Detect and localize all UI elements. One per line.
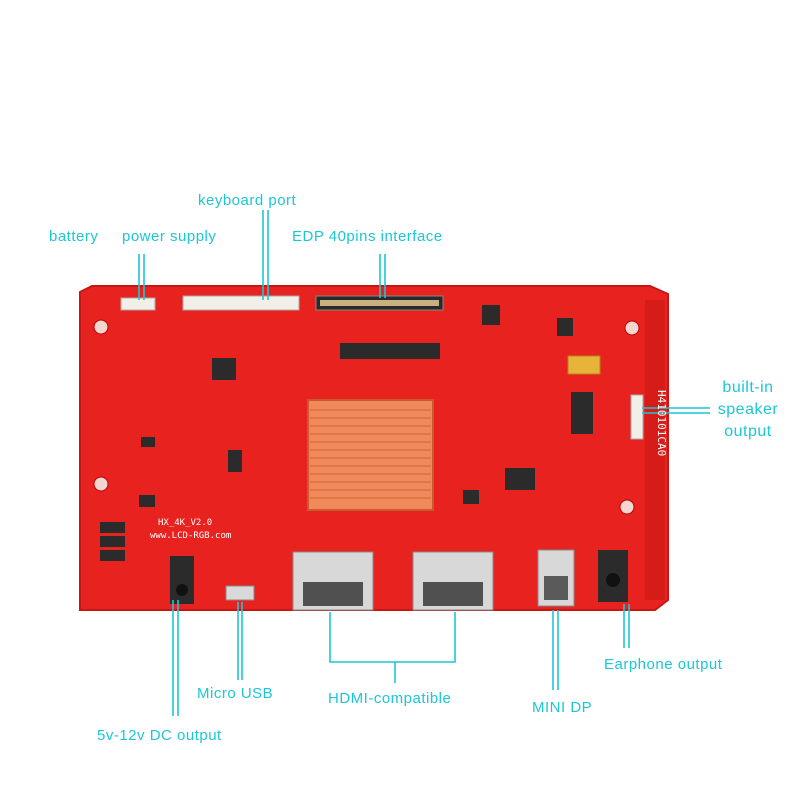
micro-usb-port bbox=[225, 585, 255, 601]
label-battery: battery bbox=[49, 228, 99, 245]
heatsink-fins bbox=[310, 409, 431, 499]
heatsink bbox=[307, 399, 434, 511]
pcb-edge-strip bbox=[645, 300, 665, 600]
board-model-label: HX_4K_V2.0 bbox=[158, 518, 213, 528]
leader-lines bbox=[138, 210, 710, 716]
label-dc-output: 5v-12v DC output bbox=[97, 727, 222, 744]
battery-connector bbox=[120, 297, 156, 311]
dc-jack-hole bbox=[176, 584, 188, 596]
speaker-connector bbox=[630, 394, 644, 440]
mounting-hole bbox=[619, 499, 635, 515]
label-power-supply: power supply bbox=[122, 228, 217, 245]
label-speaker-line-3: output bbox=[724, 423, 772, 440]
label-mini-dp: MINI DP bbox=[532, 699, 593, 716]
keyboard-connector bbox=[182, 295, 300, 311]
edp-connector-pins bbox=[320, 300, 439, 306]
label-speaker-line-2: speaker bbox=[717, 401, 779, 418]
label-speaker-line-1: built-in bbox=[722, 379, 774, 396]
board-side-code: H410101CA0 bbox=[655, 390, 668, 457]
label-speaker-output: built-in speaker output bbox=[710, 377, 786, 443]
mounting-hole bbox=[93, 319, 109, 335]
smd-components bbox=[100, 305, 628, 604]
hdmi-port-2-slot bbox=[423, 582, 483, 606]
label-edp-interface: EDP 40pins interface bbox=[292, 228, 443, 245]
capacitor bbox=[567, 355, 601, 375]
mounting-hole bbox=[624, 320, 640, 336]
label-micro-usb: Micro USB bbox=[197, 685, 274, 702]
label-keyboard-port: keyboard port bbox=[198, 192, 297, 209]
hdmi-port-1-slot bbox=[303, 582, 363, 606]
mounting-hole bbox=[93, 476, 109, 492]
label-earphone-output: Earphone output bbox=[604, 656, 723, 673]
board-website-label: www.LCD-RGB.com bbox=[150, 531, 232, 541]
mini-dp-slot bbox=[544, 576, 568, 600]
earphone-jack-hole bbox=[606, 573, 620, 587]
label-hdmi: HDMI-compatible bbox=[328, 690, 452, 707]
